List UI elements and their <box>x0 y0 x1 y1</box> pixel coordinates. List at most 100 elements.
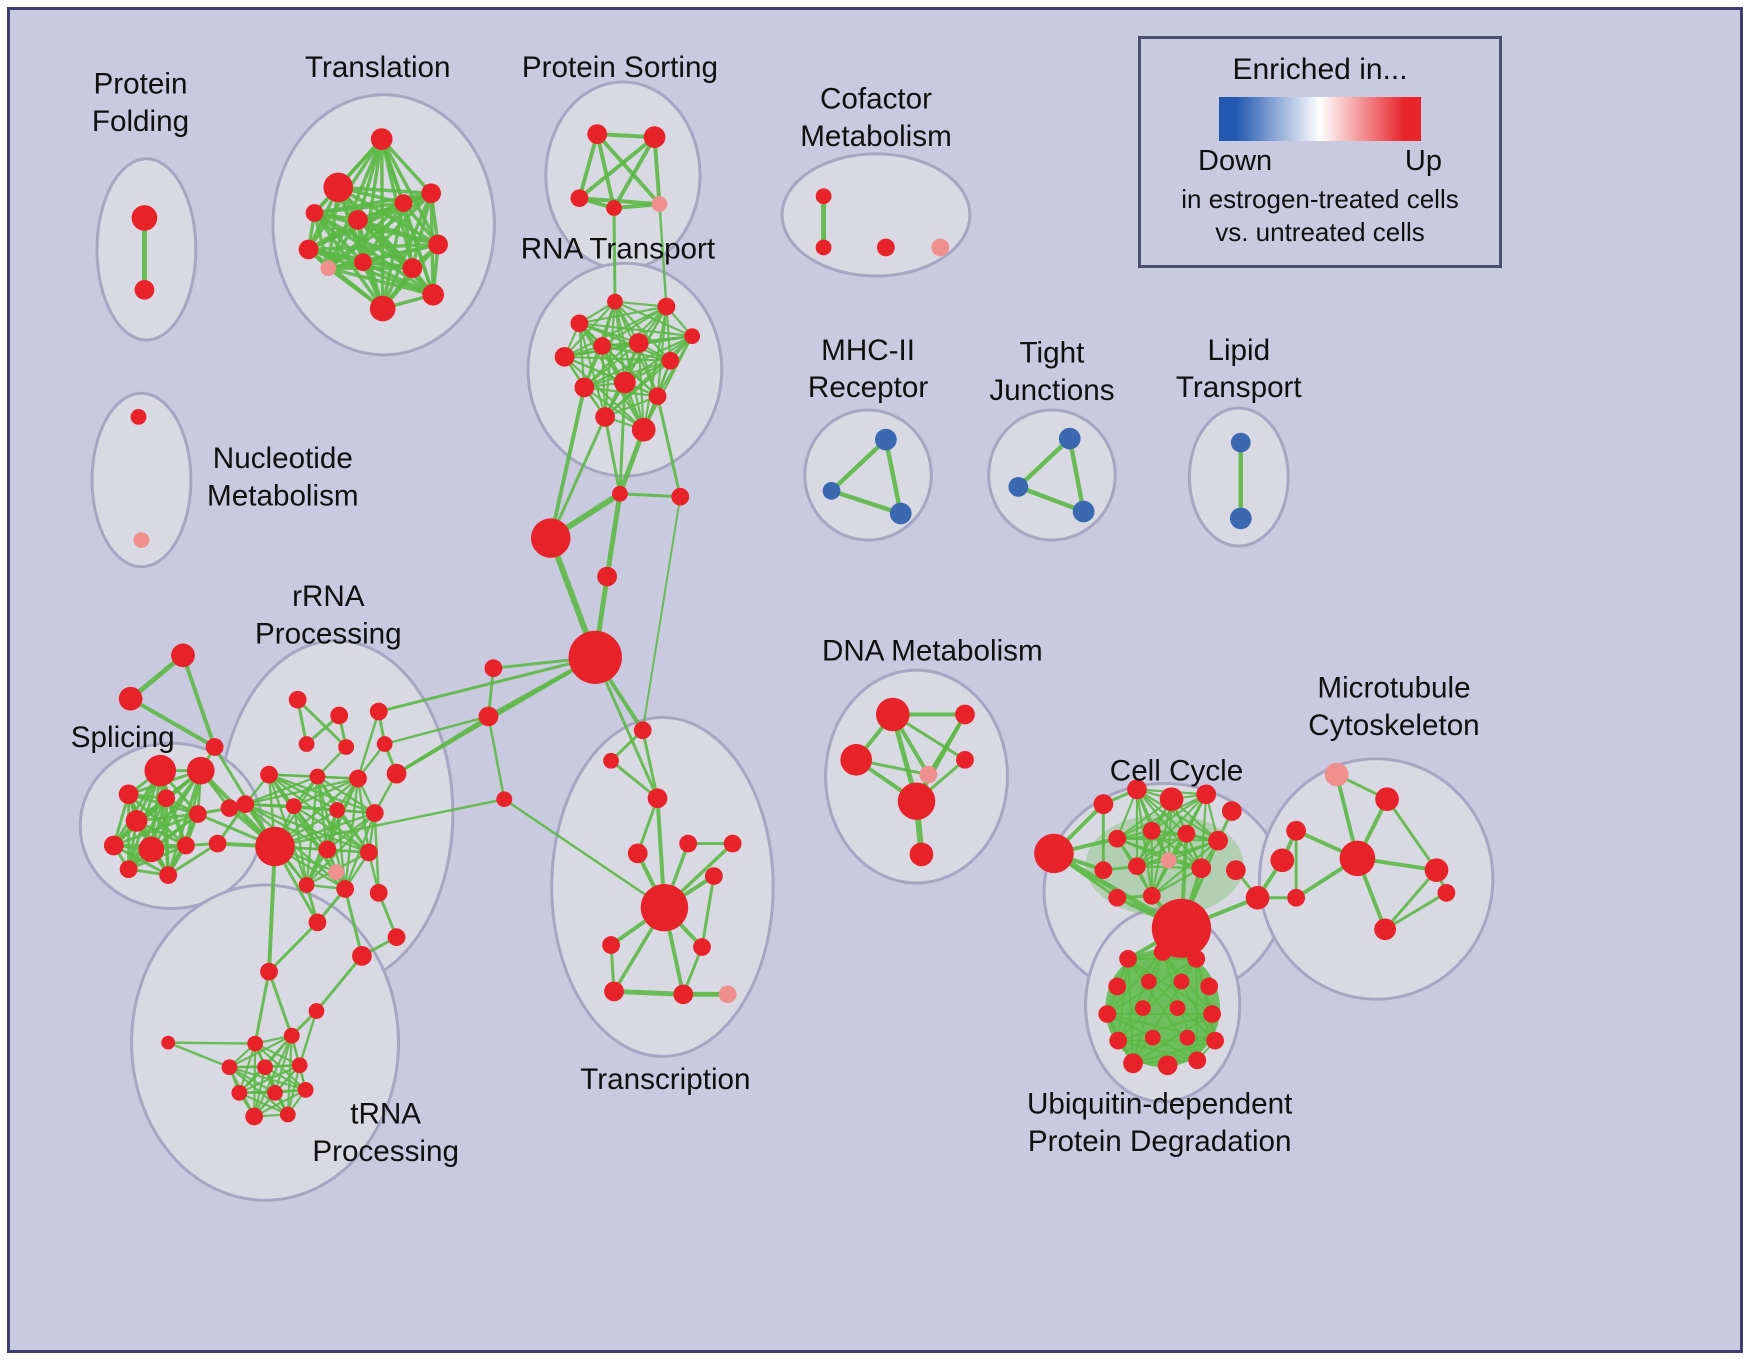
edge-tn6-tn13 <box>228 1066 289 1116</box>
gene-set-node-tl4 <box>348 210 368 230</box>
edge-tx2-tx3 <box>609 759 659 800</box>
edge-tn5-tn6 <box>228 1034 293 1069</box>
edge-ps2-ps4 <box>612 135 657 211</box>
edge-rt7-rt9 <box>583 341 640 389</box>
gene-set-node-tn9 <box>231 1084 248 1101</box>
gene-set-node-rt13 <box>631 417 656 442</box>
edge-ub11-ub16 <box>1132 1013 1214 1065</box>
gene-set-node-dm4 <box>919 765 938 784</box>
gene-set-node-tn10 <box>267 1084 283 1101</box>
gene-set-node-tn2 <box>161 1035 176 1050</box>
gene-set-node-cf4 <box>931 238 950 257</box>
cluster-label-transcription: Transcription <box>580 1063 750 1096</box>
gene-set-node-rr2 <box>330 706 349 725</box>
edge-sp6-sp8 <box>112 812 200 848</box>
edge-tn11-tn12 <box>253 1088 307 1118</box>
edge-mh2-mh3 <box>829 488 903 516</box>
gene-set-node-cc14 <box>1191 858 1212 879</box>
gene-set-node-rt9 <box>574 377 595 398</box>
edge-tl3-tl9 <box>312 211 365 264</box>
gene-set-node-ub11 <box>1203 1005 1221 1023</box>
cluster-label-ubiquitin-degradation: Ubiquitin-dependent <box>1027 1088 1292 1121</box>
gene-set-node-mt5 <box>1424 858 1449 882</box>
edge-tl3-tl13 <box>312 211 435 297</box>
gene-set-node-sp2 <box>186 756 215 785</box>
gene-set-node-sp11 <box>208 834 227 853</box>
edge-rr9-rr12 <box>292 777 360 808</box>
gene-set-node-rt5 <box>554 346 575 367</box>
gene-set-node-cc2 <box>1093 794 1114 814</box>
gene-set-node-ub2 <box>1153 943 1172 961</box>
cluster-label-nucleotide-metabolism: Nucleotide <box>213 442 353 475</box>
legend-downup-row: Down Up <box>1198 145 1442 178</box>
edge-cc7-cc14 <box>1116 837 1203 870</box>
gene-set-node-rt11 <box>648 387 667 406</box>
gene-set-node-cf2 <box>815 239 832 256</box>
gene-set-node-lp2 <box>1229 507 1252 530</box>
edge-tl7-tl8 <box>306 242 440 252</box>
gene-set-node-lp1 <box>1230 432 1251 453</box>
edge-cc3-cc17 <box>1135 788 1153 897</box>
gene-set-node-tl12 <box>320 260 337 277</box>
legend-caption-line1: in estrogen-treated cells <box>1181 184 1459 214</box>
gene-set-node-ub8 <box>1098 1005 1117 1023</box>
gene-set-node-tn11 <box>297 1082 314 1098</box>
gene-set-node-tl13 <box>422 283 444 306</box>
gene-set-node-cf3 <box>876 238 895 257</box>
gene-set-node-ps4 <box>606 200 622 216</box>
gene-set-node-cc10 <box>1208 830 1228 851</box>
gene-set-node-cc19 <box>1245 885 1270 910</box>
edge-ps3-ps5 <box>577 196 662 207</box>
cluster-label-lipid-transport: Transport <box>1176 371 1302 404</box>
edge-cn8-rr15 <box>273 797 506 848</box>
edge-cn7-cn8 <box>487 715 506 801</box>
cluster-label-protein-folding: Folding <box>92 105 189 138</box>
gene-set-node-cc5 <box>1196 784 1217 805</box>
edge-rt9-cn2 <box>548 385 587 541</box>
gene-set-node-tl3 <box>305 204 324 222</box>
edge-tx11-tx12 <box>611 988 686 997</box>
gene-set-node-ub9 <box>1134 1000 1151 1016</box>
edge-ub2-ub8 <box>1106 950 1164 1016</box>
edge-tn1-tn4 <box>253 970 271 1046</box>
gene-set-node-cn7 <box>478 706 499 727</box>
gene-set-node-cc8 <box>1142 821 1161 840</box>
gene-set-node-sp7 <box>220 799 239 817</box>
cluster-label-tight-junctions: Junctions <box>989 374 1114 407</box>
gene-set-node-rr24 <box>387 928 406 947</box>
gene-set-node-tj2 <box>1008 477 1029 497</box>
gene-set-node-tl5 <box>394 194 413 212</box>
edge-ps4-rt2 <box>612 206 617 304</box>
gene-set-node-cn3 <box>671 487 690 506</box>
gene-set-node-rr9 <box>349 769 367 788</box>
gene-set-node-tx5 <box>627 843 648 864</box>
gene-set-node-tn13 <box>279 1106 296 1123</box>
edge-rt12-cn1 <box>603 415 622 496</box>
gene-set-node-tx4 <box>679 834 698 853</box>
edge-mh1-mh2 <box>829 437 889 494</box>
gene-set-node-tn7 <box>257 1059 273 1076</box>
gene-set-node-sp3 <box>118 784 139 805</box>
edge-tn8-tn9 <box>238 1064 301 1094</box>
gene-set-node-rr19 <box>336 880 355 898</box>
gene-set-node-rr12 <box>285 798 302 814</box>
gene-set-node-ub7 <box>1200 977 1219 996</box>
gene-set-node-rr13 <box>329 802 346 818</box>
gene-set-node-cc6 <box>1221 801 1242 821</box>
gene-set-node-rt6 <box>593 337 612 355</box>
gene-set-node-rr21 <box>369 883 388 902</box>
gene-set-node-ub12 <box>1109 1031 1128 1050</box>
edge-rr23-tn3 <box>314 954 364 1013</box>
edge-ps1-ps4 <box>595 132 616 211</box>
gene-set-node-tl9 <box>354 253 372 272</box>
edge-cn1-cn4 <box>604 491 623 580</box>
gene-set-node-sp9 <box>138 836 165 863</box>
gene-set-node-tn1 <box>260 962 278 981</box>
edge-tn9-tn13 <box>238 1091 289 1116</box>
edge-cc3-cc9 <box>1135 788 1188 835</box>
gene-set-node-mh3 <box>889 502 912 525</box>
gene-set-node-tx12 <box>673 984 694 1005</box>
gene-set-node-nm1 <box>130 409 147 425</box>
